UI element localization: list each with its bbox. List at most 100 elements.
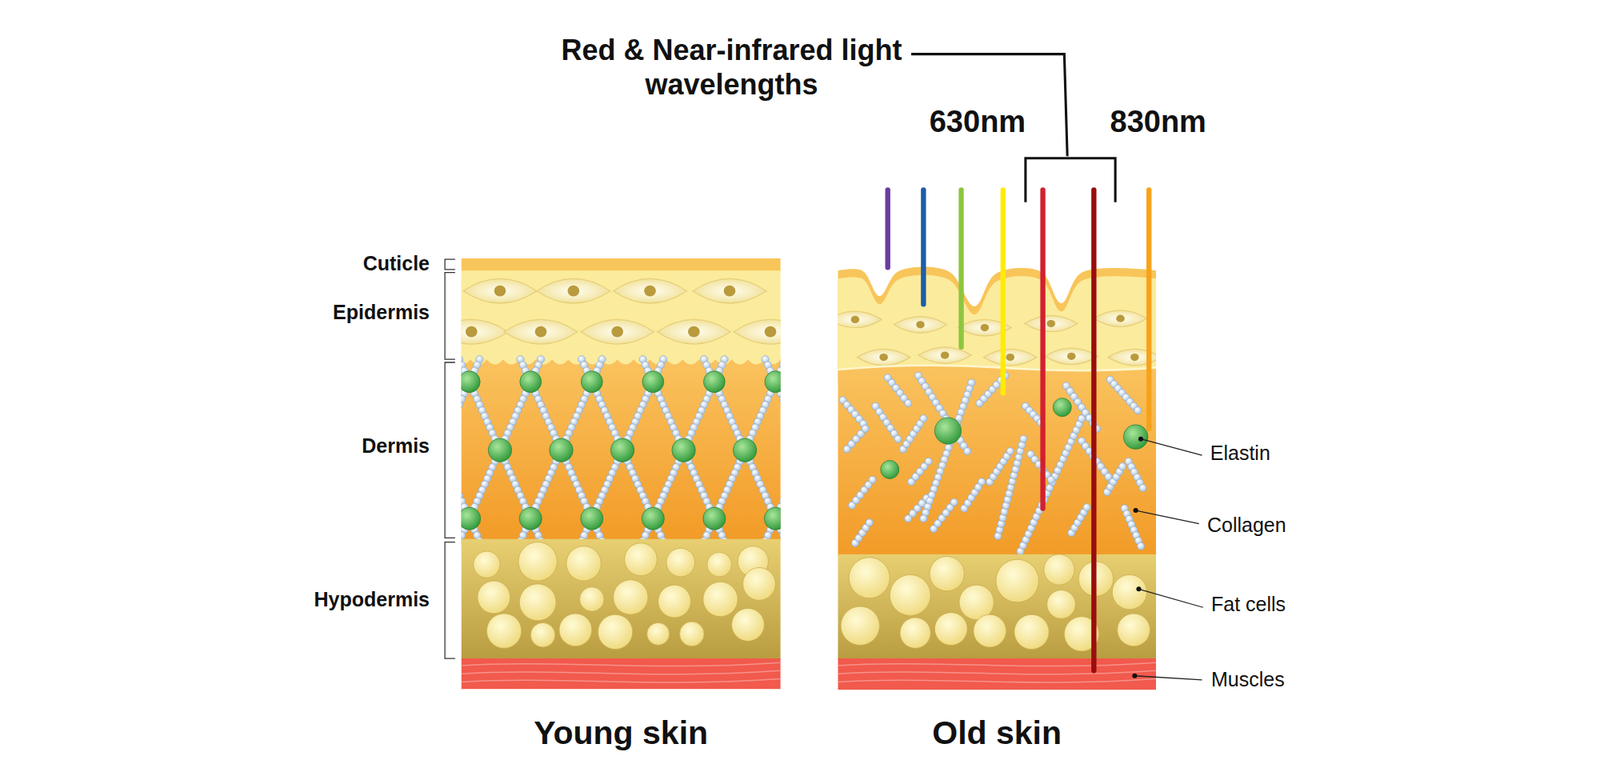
- collagen-fiber: [1124, 457, 1147, 492]
- cell-nucleus: [1005, 353, 1015, 361]
- collagen-fiber: [872, 402, 902, 443]
- young-skin-illustration: [461, 258, 781, 689]
- elastin-ball: [488, 438, 512, 462]
- light-ray: [1000, 189, 1006, 393]
- collagen-bead: [461, 400, 464, 408]
- fat-cell: [707, 552, 732, 577]
- epidermis-cells: [461, 278, 781, 344]
- panel-caption: Young skin: [461, 713, 781, 753]
- collagen-fiber: [1106, 376, 1142, 414]
- part-name: Collagen: [1207, 512, 1287, 537]
- cuticle-layer: [837, 260, 1156, 383]
- epidermis-cell: [893, 316, 947, 333]
- collagen-bead: [964, 447, 972, 455]
- wavelength-label: 630nm: [929, 104, 1026, 141]
- collagen-fiber: [843, 424, 869, 453]
- fat-cells: [840, 554, 1150, 652]
- collagen-fiber: [920, 379, 976, 523]
- fat-cell: [1044, 554, 1075, 585]
- skin-panel: Young skin: [461, 258, 781, 754]
- epidermis-cell: [1108, 348, 1161, 365]
- collagen-fiber: [577, 356, 667, 545]
- collagen-fiber: [839, 396, 868, 428]
- fat-cell: [579, 587, 604, 612]
- layer-bracket: [444, 272, 456, 360]
- collagen-fiber: [960, 478, 986, 512]
- cell-nucleus: [1046, 320, 1056, 328]
- fat-cell: [840, 606, 880, 645]
- part-name: Muscles: [1211, 667, 1285, 692]
- elastin-ball: [934, 417, 961, 444]
- skin-panel: Old skin: [837, 270, 1156, 754]
- collagen-bead: [1118, 463, 1126, 471]
- collagen-fiber: [1068, 504, 1091, 537]
- leader-lines: [1132, 436, 1204, 680]
- epidermis-cell: [856, 348, 910, 365]
- layer-name: Dermis: [361, 433, 430, 458]
- cell-nucleus: [764, 326, 777, 338]
- elastin-ball: [764, 371, 781, 393]
- epidermis-cell: [613, 278, 688, 304]
- fat-cell: [519, 584, 556, 621]
- fat-cell: [929, 556, 964, 591]
- part-name: Fat cells: [1211, 592, 1286, 616]
- callout-title: Red & Near-infrared light wavelengths: [556, 32, 908, 102]
- collagen-bead: [779, 532, 780, 540]
- collagen-bead: [461, 395, 466, 403]
- epidermis-cell: [656, 319, 731, 344]
- wavelength-bracket: [911, 54, 1116, 203]
- collagen-bead: [1139, 484, 1147, 492]
- epidermis-cell: [504, 319, 578, 344]
- collagen-fiber: [899, 415, 928, 453]
- cell-nucleus: [567, 285, 580, 297]
- light-ray: [920, 189, 926, 304]
- fat-cell: [900, 617, 931, 648]
- fat-cell: [1117, 613, 1151, 647]
- fat-cell: [647, 622, 670, 645]
- leader-dot: [1132, 673, 1137, 679]
- light-ray: [1146, 189, 1152, 429]
- elastin-ball: [580, 507, 604, 530]
- epidermis-cell: [1093, 310, 1147, 327]
- leader-dot: [1138, 436, 1144, 442]
- collagen-fiber: [461, 356, 545, 545]
- leader-line: [1136, 510, 1200, 524]
- cell-nucleus: [494, 285, 507, 297]
- fat-cell: [613, 580, 648, 615]
- epidermis-cell: [536, 278, 611, 304]
- epidermis-layer: [461, 270, 781, 364]
- collagen-bead: [1047, 476, 1055, 484]
- fat-cell: [1112, 574, 1147, 609]
- collagen-fiber: [930, 498, 959, 532]
- dermis-layer: [461, 357, 781, 542]
- elastin-fibers: [880, 398, 1148, 480]
- wavelength-label: 830nm: [1110, 104, 1207, 141]
- muscle-fiber: [837, 662, 1156, 666]
- fat-cell: [732, 608, 765, 642]
- cell-nucleus: [1130, 353, 1140, 361]
- light-rays: [888, 189, 1150, 671]
- cell-nucleus: [724, 285, 736, 297]
- cell-nucleus: [916, 320, 925, 328]
- leader-dot: [1136, 586, 1141, 592]
- fat-cell: [703, 581, 738, 616]
- muscle-fiber: [837, 670, 1156, 674]
- fat-cell: [486, 613, 521, 648]
- fat-cell: [566, 546, 601, 581]
- muscle-fiber: [461, 670, 781, 674]
- collagen-bead: [868, 476, 876, 484]
- cell-nucleus: [1116, 315, 1125, 323]
- dermis-layer: [837, 365, 1156, 557]
- epidermis-cell: [918, 347, 972, 364]
- fat-cell: [666, 548, 696, 577]
- collagen-bead: [1006, 447, 1014, 455]
- part-name: Elastin: [1210, 440, 1271, 465]
- collagen-bead: [1134, 406, 1142, 414]
- collagen-fiber: [1103, 463, 1126, 496]
- epidermis-cell: [733, 319, 781, 344]
- muscle-fiber: [837, 679, 1156, 683]
- cuticle-layer: [461, 258, 781, 273]
- elastin-ball: [880, 460, 900, 479]
- collagen-bead: [861, 424, 869, 432]
- elastin-ball: [703, 507, 726, 530]
